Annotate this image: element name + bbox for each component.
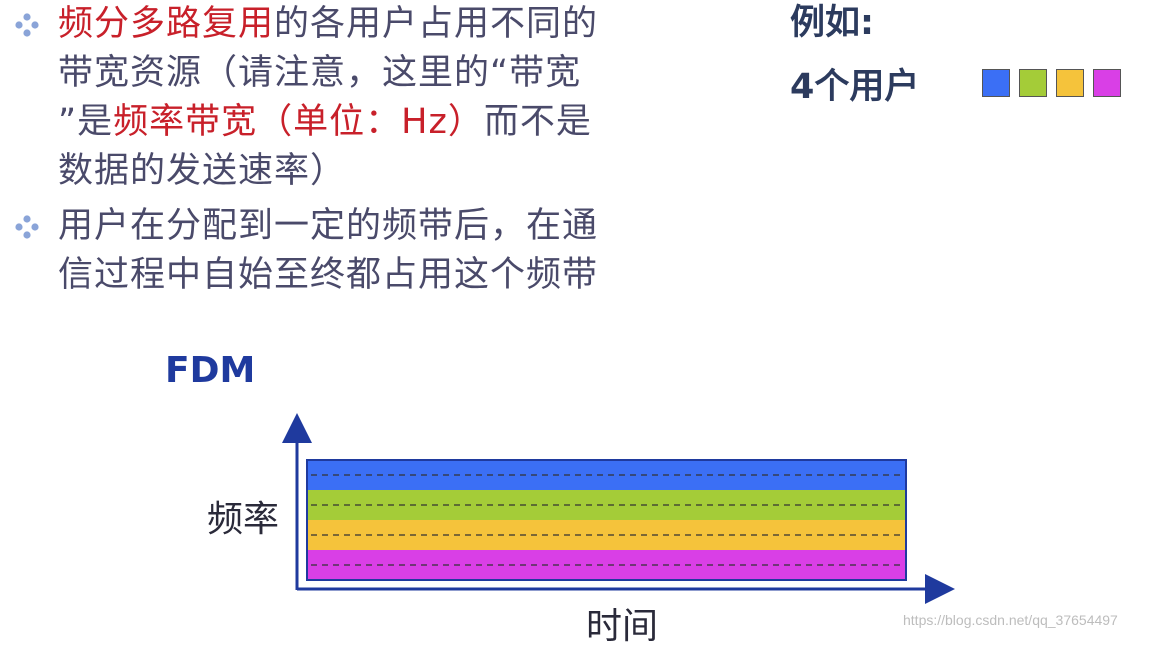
fdm-title: FDM — [165, 350, 256, 391]
bullet-item-2: 用户在分配到一定的频带后，在通 信过程中自始至终都占用这个频带 — [14, 202, 674, 300]
band-user-1 — [307, 460, 906, 490]
bullet-1-highlight-term: 频分多路复用 — [58, 4, 275, 44]
user-swatch-2 — [1019, 69, 1047, 97]
bullet-item-1: 频分多路复用的各用户占用不同的 带宽资源（请注意，这里的“带宽 ”是频率带宽（单… — [14, 0, 674, 196]
example-title: 例如: — [790, 3, 874, 43]
bullet-2-line-2: 信过程中自始至终都占用这个频带 — [58, 251, 674, 300]
user-swatch-4 — [1093, 69, 1121, 97]
bullet-1-text: ”是 — [58, 102, 114, 142]
bullet-2-line-1: 用户在分配到一定的频带后，在通 — [58, 202, 674, 251]
diamond-bullet-icon — [15, 215, 39, 239]
x-axis-label: 时间 — [586, 606, 659, 647]
bullet-1-text: 数据的发送速率） — [58, 151, 347, 191]
bullet-1-line-1: 频分多路复用的各用户占用不同的 — [58, 0, 674, 49]
bands-outline — [306, 459, 907, 581]
band-user-3 — [307, 520, 906, 550]
bullet-1-line-4: 数据的发送速率） — [58, 147, 674, 196]
bullet-1-text: 而不是 — [483, 102, 592, 142]
y-axis-label: 频率 — [207, 499, 280, 540]
bullet-1-text: 的各用户占用不同的 — [274, 4, 599, 44]
diamond-bullet-icon — [15, 13, 39, 37]
frequency-bands — [306, 459, 907, 581]
user-swatch-1 — [982, 69, 1010, 97]
watermark: https://blog.csdn.net/qq_37654497 — [903, 612, 1118, 628]
example-users-label: 4个用户 — [790, 67, 920, 107]
bullet-1-highlight-term: 频率带宽（单位：Hz） — [113, 102, 484, 142]
bullet-1-line-2: 带宽资源（请注意，这里的“带宽 — [58, 49, 674, 98]
band-user-4 — [307, 550, 906, 580]
bullet-1-text: 带宽资源（请注意，这里的“带宽 — [58, 53, 582, 93]
bullet-2-text: 用户在分配到一定的频带后，在通 — [58, 206, 599, 246]
bullet-list: 频分多路复用的各用户占用不同的 带宽资源（请注意，这里的“带宽 ”是频率带宽（单… — [14, 0, 674, 300]
user-color-swatches — [982, 69, 1121, 97]
user-swatch-3 — [1056, 69, 1084, 97]
bullet-2-text: 信过程中自始至终都占用这个频带 — [58, 255, 599, 295]
bullet-1-line-3: ”是频率带宽（单位：Hz）而不是 — [58, 98, 674, 147]
band-user-2 — [307, 490, 906, 520]
